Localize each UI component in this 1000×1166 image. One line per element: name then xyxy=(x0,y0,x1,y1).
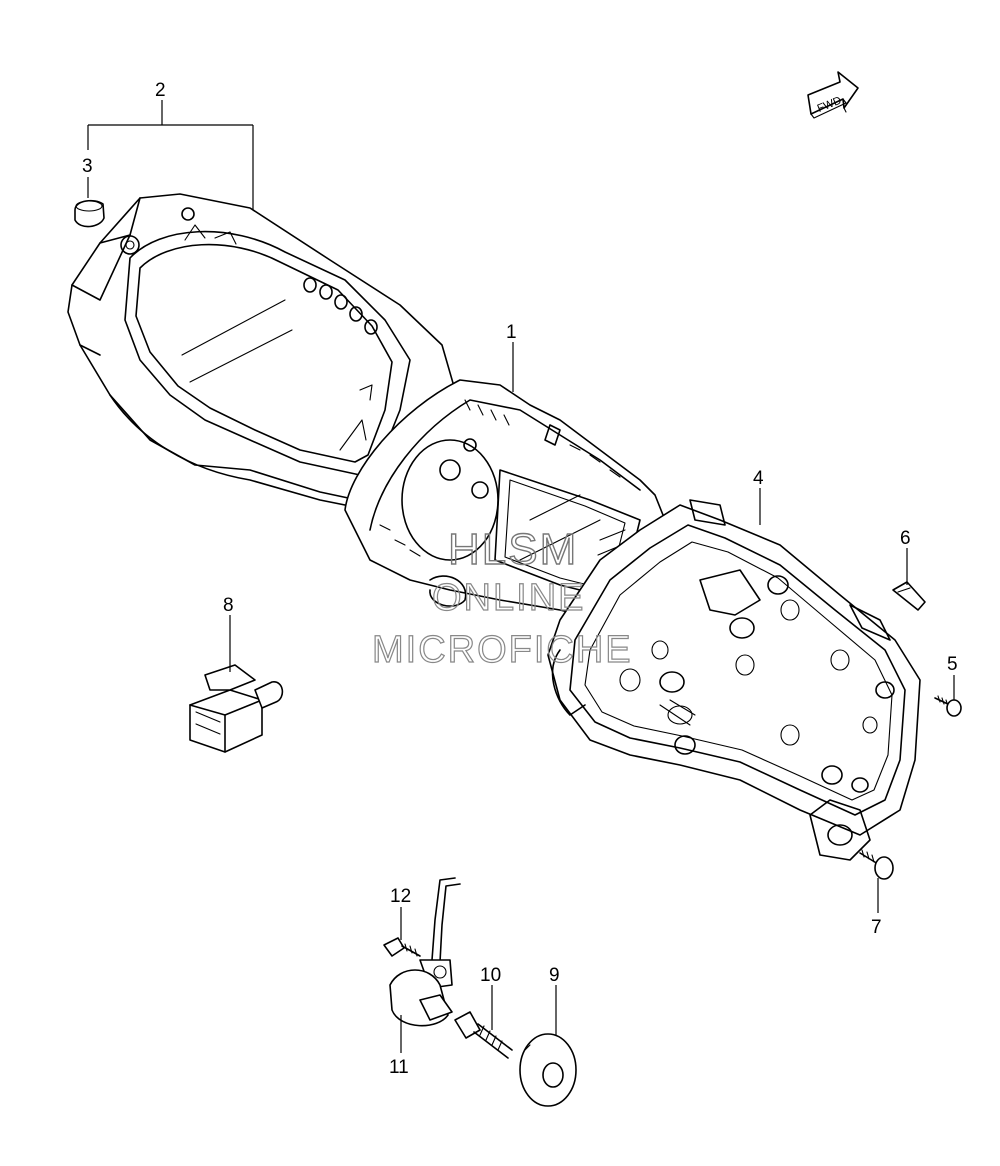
callout-5: 5 xyxy=(947,654,958,675)
part-3-cap xyxy=(74,199,105,228)
callout-12: 12 xyxy=(390,886,411,907)
leader-lines xyxy=(87,100,955,1053)
part-5-screw xyxy=(934,695,962,717)
watermark-line1: HLSM xyxy=(448,525,578,574)
callout-labels: 1 2 3 4 5 6 7 8 9 10 11 12 xyxy=(82,80,958,1078)
callout-3: 3 xyxy=(82,156,93,177)
fwd-arrow-badge: FWD xyxy=(807,71,859,119)
callout-6: 6 xyxy=(900,528,911,549)
part-8-connector xyxy=(189,664,284,753)
callout-4: 4 xyxy=(753,468,764,489)
watermark-line3: MICROFICHE xyxy=(372,629,633,671)
part-12-bolt xyxy=(383,937,421,957)
part-9-washer xyxy=(519,1033,577,1107)
part-6-clip xyxy=(892,581,926,611)
callout-7: 7 xyxy=(871,917,882,938)
watermark: HLSM ONLINE MICROFICHE xyxy=(371,524,633,671)
callout-9: 9 xyxy=(549,965,560,986)
watermark-line2: ONLINE xyxy=(432,577,585,619)
meter-lower-case xyxy=(547,499,921,861)
part-10-bolt xyxy=(454,1011,513,1059)
callout-1: 1 xyxy=(506,322,517,343)
callout-10: 10 xyxy=(480,965,501,986)
part-7-screw xyxy=(859,849,894,880)
callout-8: 8 xyxy=(223,595,234,616)
callout-11: 11 xyxy=(389,1057,409,1078)
meter-upper-case xyxy=(67,193,456,516)
callout-2: 2 xyxy=(155,80,166,101)
